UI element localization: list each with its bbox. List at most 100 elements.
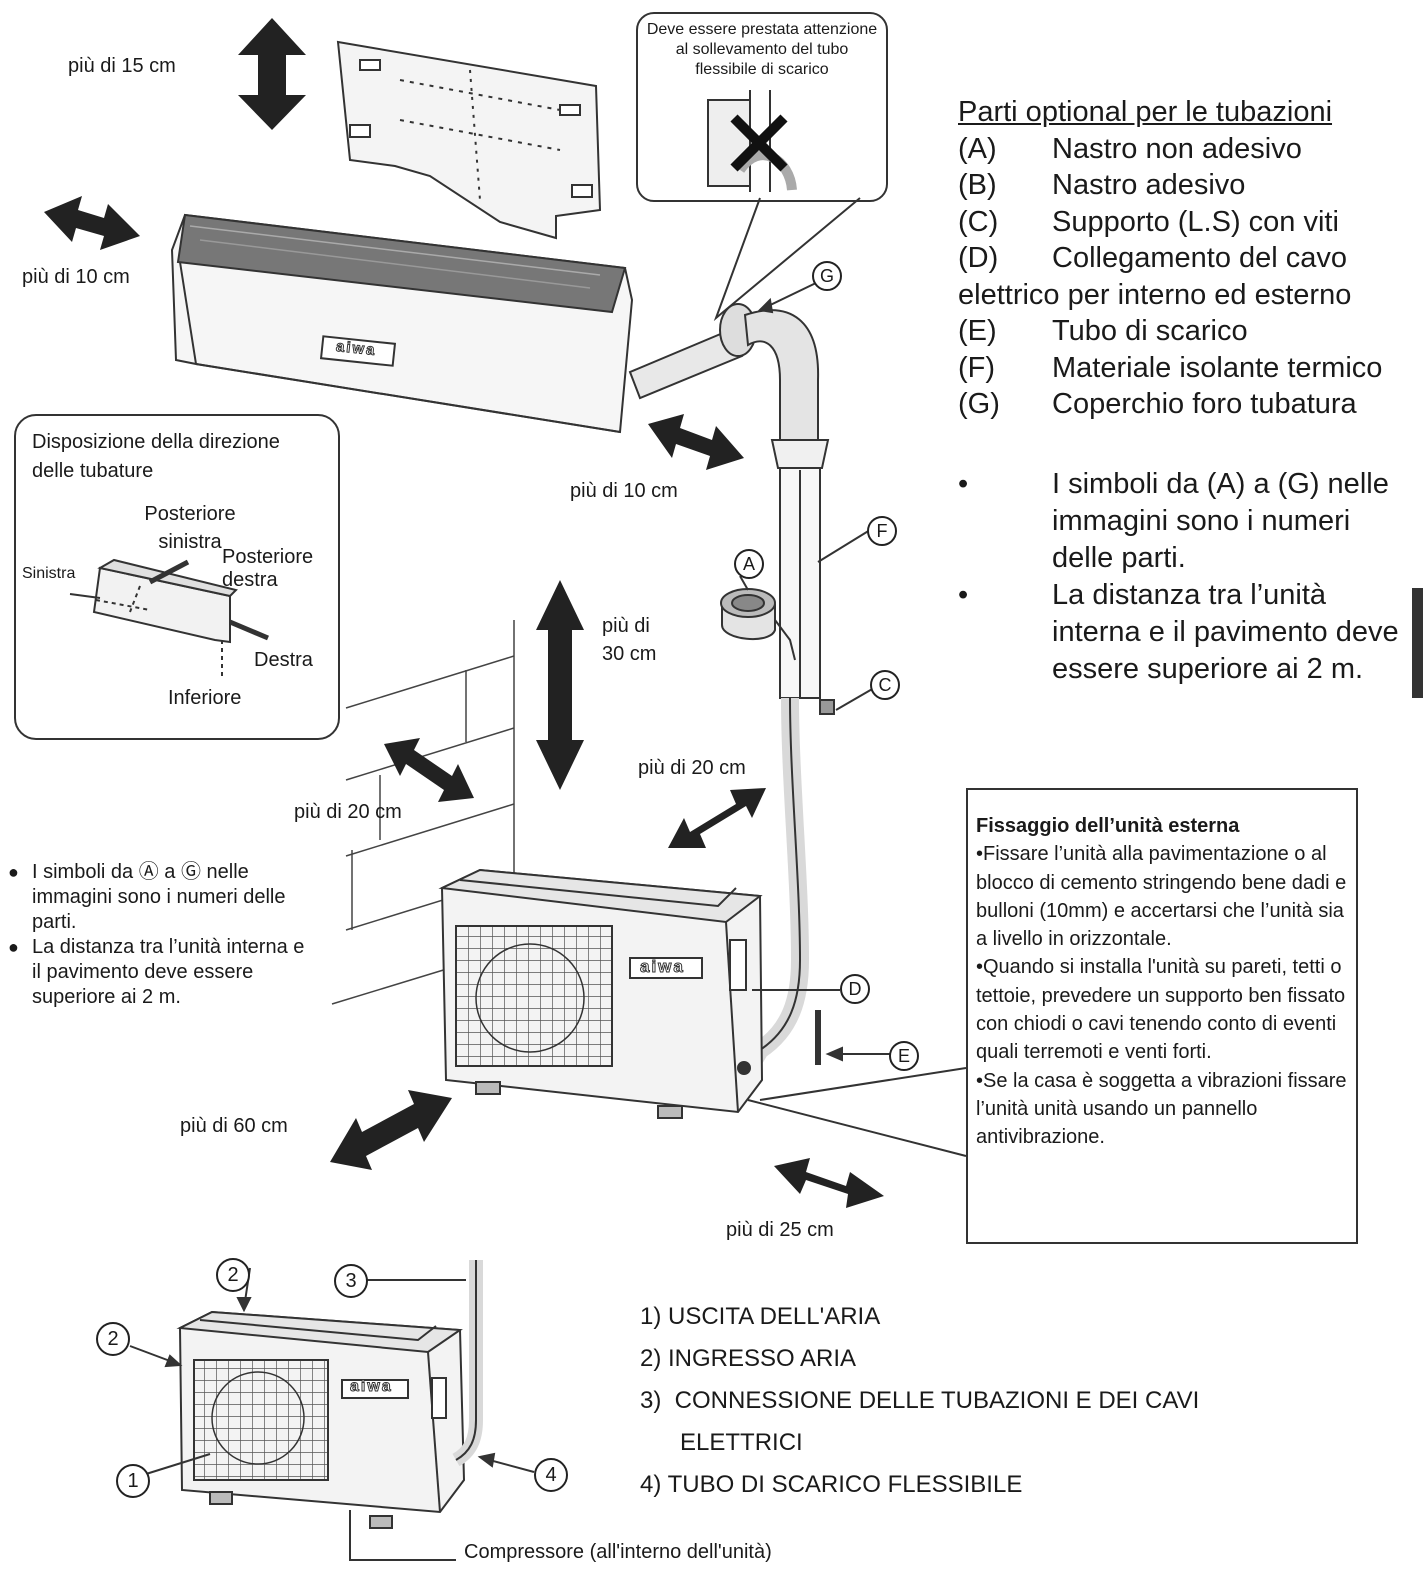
number-badge-2-side: 2	[96, 1322, 130, 1356]
page-edge-marker	[1412, 588, 1423, 698]
part-code: (B)	[958, 169, 997, 201]
indoor-pipe	[628, 303, 830, 1075]
bullet-icon: ●	[8, 862, 19, 882]
note-item: • La distanza tra l’unità interna e il pa…	[958, 577, 1416, 688]
mounting-plate	[336, 40, 602, 240]
leader-lines	[713, 197, 967, 1157]
part-badge-g: G	[812, 261, 842, 291]
outdoor-unit-detail	[176, 1260, 483, 1529]
drain-callout: Deve essere prestata attenzione al solle…	[636, 12, 888, 202]
brand-logo-detail: aiwa	[350, 1378, 393, 1396]
part-code: (C)	[958, 205, 999, 238]
part-badge-c: C	[870, 670, 900, 700]
indoor-unit	[170, 213, 634, 434]
part-row: (D) Collegamento del cavo	[958, 240, 1418, 277]
label-left-clearance: più di 10 cm	[22, 266, 130, 288]
arrow-right-front	[774, 1158, 884, 1208]
part-row: (F) Materiale isolante termico	[958, 350, 1418, 387]
note-text: I simboli da (A) a (G) nelle immagini so…	[1052, 468, 1389, 574]
drain-callout-art	[707, 90, 797, 192]
arrow-right-clearance	[648, 414, 744, 470]
note-text: La distanza tra l’unità interna e il pav…	[32, 936, 305, 1008]
outdoor-unit	[438, 868, 764, 1119]
pipe-direction-box: Disposizione della direzione delle tubat…	[14, 414, 340, 740]
arrow-front	[330, 1090, 452, 1170]
part-row: (E) Tubo di scarico	[958, 313, 1418, 350]
part-list-item: 1) USCITA DELL'ARIA	[640, 1303, 881, 1330]
label-rear-right: Posteriore destra	[222, 546, 314, 591]
part-badge-d: D	[840, 974, 870, 1004]
number-badge-2-top: 2	[216, 1258, 250, 1292]
fixing-line: •Se la casa è soggetta a vibrazioni fiss…	[976, 1069, 1347, 1149]
note-text: I simboli da Ⓐ a Ⓖ nelle immagini sono i…	[32, 861, 286, 933]
fixing-line: •Quando si installa l'unità su pareti, t…	[976, 956, 1346, 1064]
drain-callout-text: Deve essere prestata attenzione al solle…	[646, 21, 878, 78]
arrow-right-side	[668, 788, 766, 848]
clamp	[819, 699, 835, 715]
fixing-title: Fissaggio dell’unità esterna	[976, 815, 1240, 837]
part-list-item: 3) CONNESSIONE DELLE TUBAZIONI E DEI CAV…	[640, 1387, 1200, 1414]
part-code: (F)	[958, 351, 996, 384]
label-right-clearance: più di 10 cm	[570, 480, 678, 502]
pipe-direction-art	[69, 558, 269, 680]
label-right-front: più di 25 cm	[726, 1219, 834, 1241]
bottom-part-list: 1) USCITA DELL'ARIA 2) INGRESSO ARIA 3) …	[640, 1296, 1199, 1506]
note-item: • I simboli da (A) a (G) nelle immagini s…	[958, 466, 1416, 577]
right-notes: • I simboli da (A) a (G) nelle immagini s…	[958, 466, 1416, 688]
bullet-icon: •	[958, 468, 969, 500]
part-row: (C) Supporto (L.S) con viti	[958, 204, 1418, 241]
optional-parts-title: Parti optional per le tubazioni	[958, 96, 1333, 128]
part-row: (A)Nastro non adesivo	[958, 131, 1418, 168]
part-badge-f: F	[867, 516, 897, 546]
compressor-label: Compressore (all'interno dell'unità)	[464, 1541, 772, 1563]
part-label: Materiale isolante termico	[1052, 351, 1383, 384]
label-bottom: Inferiore	[168, 687, 242, 709]
part-label: Supporto (L.S) con viti	[1052, 205, 1339, 238]
label-wall-side: più di 20 cm	[294, 801, 402, 823]
label-left: Sinistra	[22, 565, 76, 582]
part-list-item: 4) TUBO DI SCARICO FLESSIBILE	[640, 1471, 1023, 1498]
bullet-icon: •	[958, 579, 969, 611]
wall	[331, 620, 515, 1005]
label-right-side: più di 20 cm	[638, 757, 746, 779]
part-row-continued: elettrico per interno ed esterno	[958, 277, 1418, 314]
outdoor-fixing-box: Fissaggio dell’unità esterna •Fissare l’…	[966, 788, 1358, 1244]
arrow-top-clearance	[238, 18, 306, 130]
note-item: ● La distanza tra l’unità interna e il pa…	[8, 935, 308, 1010]
bottom-leader-lines	[129, 1267, 535, 1561]
part-label: Nastro non adesivo	[1052, 132, 1302, 165]
optional-parts-panel: Parti optional per le tubazioni (A)Nastr…	[958, 94, 1418, 423]
note-text: La distanza tra l’unità interna e il pav…	[1052, 579, 1399, 685]
brand-logo-outdoor: aiwa	[640, 957, 685, 977]
fixing-line: •Fissare l’unità alla pavimentazione o a…	[976, 843, 1347, 951]
part-label: Tubo di scarico	[1052, 315, 1248, 347]
number-badge-1: 1	[116, 1464, 150, 1498]
part-badge-e: E	[889, 1041, 919, 1071]
part-code: (D)	[958, 242, 999, 274]
label-right: Destra	[254, 649, 313, 671]
part-list-item: ELETTRICI	[640, 1429, 803, 1456]
part-badge-a: A	[734, 549, 764, 579]
arrow-wall-side	[384, 738, 474, 802]
number-badge-3: 3	[334, 1264, 368, 1298]
part-label: Collegamento del cavo	[1052, 242, 1348, 274]
part-label: Coperchio foro tubatura	[1052, 388, 1357, 420]
number-badge-4: 4	[534, 1458, 568, 1492]
part-list-item: 2) INGRESSO ARIA	[640, 1345, 857, 1372]
tape-roll	[720, 588, 796, 661]
label-rear-left: Posteriore sinistra	[144, 503, 236, 553]
note-item: ● I simboli da Ⓐ a Ⓖ nelle immagini sono …	[8, 860, 308, 935]
part-code: (E)	[958, 315, 997, 347]
arrow-top-outdoor	[536, 580, 584, 790]
part-label: elettrico per interno ed esterno	[958, 278, 1352, 311]
part-code: (G)	[958, 388, 1000, 420]
pipe-direction-title: Disposizione della direzione delle tubat…	[32, 431, 280, 482]
label-top-clearance: più di 15 cm	[68, 55, 176, 77]
left-notes: ● I simboli da Ⓐ a Ⓖ nelle immagini sono …	[8, 860, 308, 1010]
label-front: più di 60 cm	[180, 1115, 288, 1137]
part-row: (G) Coperchio foro tubatura	[958, 386, 1418, 423]
bullet-icon: ●	[8, 937, 19, 957]
label-top-outdoor: più di 30 cm	[602, 615, 657, 665]
part-label: Nastro adesivo	[1052, 169, 1246, 201]
